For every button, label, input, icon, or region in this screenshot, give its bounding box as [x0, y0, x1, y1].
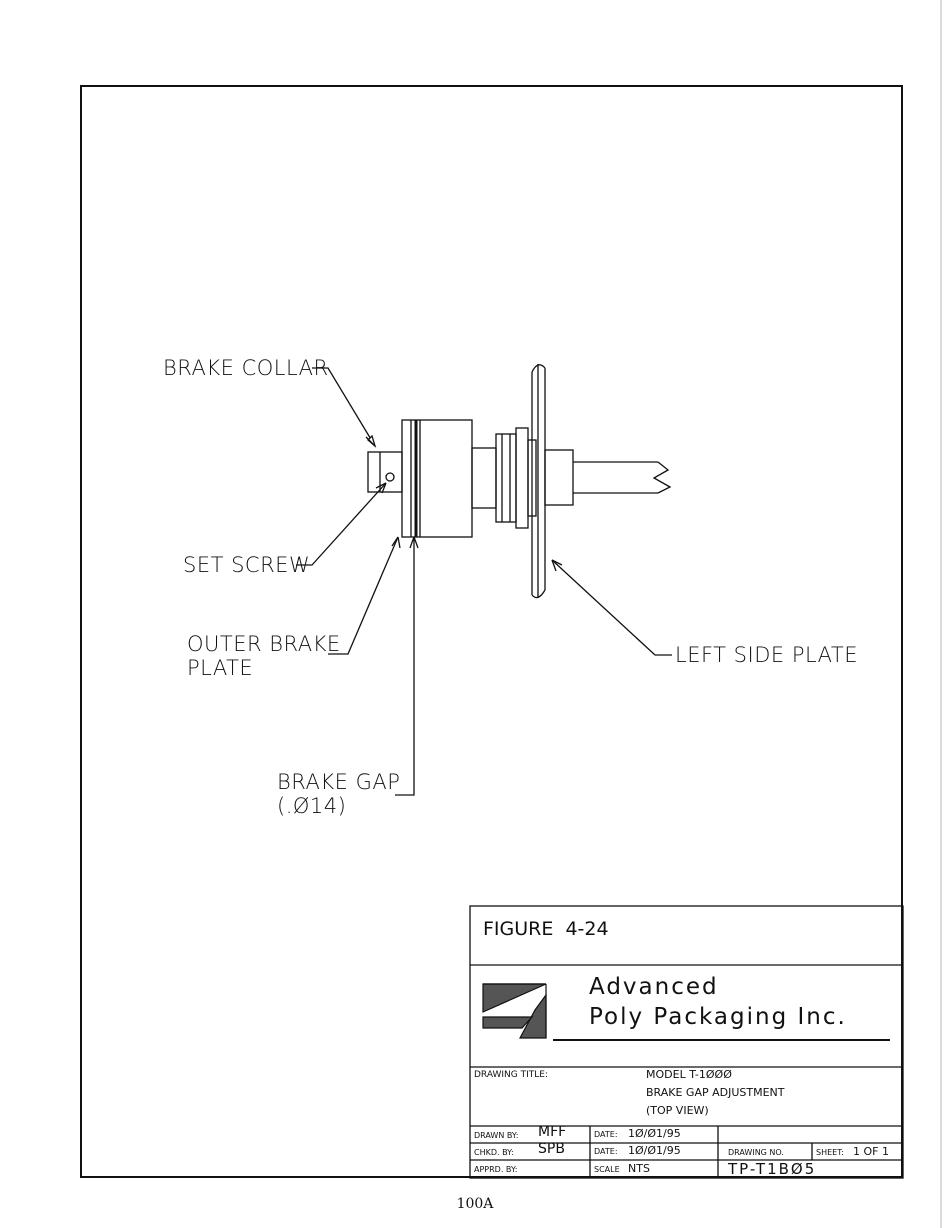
title-block: FIGURE 4-24 Advanced Poly Packaging Inc.… — [470, 906, 903, 1178]
drawing-title-line2: BRAKE GAP ADJUSTMENT — [646, 1086, 785, 1099]
main-shaft — [545, 450, 670, 505]
label-brake-collar: BRAKE COLLAR — [163, 356, 329, 380]
drawing-no-label: DRAWING NO. — [728, 1148, 784, 1157]
leader-left-side-plate — [552, 560, 672, 655]
scale-label: SCALE — [594, 1165, 620, 1174]
drawing-title-label: DRAWING TITLE: — [474, 1070, 548, 1080]
date2-value: 1Ø/Ø1/95 — [628, 1144, 681, 1157]
label-brake-gap-2: (.Ø14) — [277, 794, 346, 818]
left-side-plate — [532, 364, 545, 598]
drawn-by-value: MFF — [538, 1124, 566, 1140]
company-name-line1: Advanced — [589, 974, 719, 1000]
sheet-label: SHEET: — [816, 1148, 844, 1157]
leader-brake-gap — [395, 537, 418, 795]
label-outer-brake-plate-1: OUTER BRAKE — [187, 632, 341, 656]
drawing-title-line1: MODEL T-1ØØØ — [646, 1068, 732, 1081]
label-brake-gap-1: BRAKE GAP — [277, 770, 400, 794]
date2-label: DATE: — [594, 1147, 618, 1156]
label-outer-brake-plate-2: PLATE — [187, 656, 253, 680]
company-name-line2: Poly Packaging Inc. — [589, 1004, 847, 1030]
drawing-title-line3: (TOP VIEW) — [646, 1104, 709, 1117]
page-number: 100A — [0, 1196, 950, 1212]
scale-value: NTS — [628, 1162, 650, 1175]
figure-number: FIGURE 4-24 — [483, 918, 609, 940]
sheet-value: 1 OF 1 — [853, 1145, 889, 1158]
brake-collar — [402, 420, 472, 537]
label-set-screw: SET SCREW — [183, 553, 310, 577]
date1-label: DATE: — [594, 1130, 618, 1139]
label-left-side-plate: LEFT SIDE PLATE — [675, 643, 858, 667]
outer-brake-plate — [416, 420, 420, 537]
drawing-number: TP-T1BØ5 — [728, 1160, 816, 1178]
chkd-by-value: SPB — [538, 1141, 565, 1157]
date1-value: 1Ø/Ø1/95 — [628, 1127, 681, 1140]
bearing-stack — [472, 428, 536, 528]
drawn-by-label: DRAWN BY: — [474, 1131, 518, 1140]
chkd-by-label: CHKD. BY: — [474, 1148, 514, 1157]
appd-by-label: APPRD. BY: — [474, 1165, 518, 1174]
